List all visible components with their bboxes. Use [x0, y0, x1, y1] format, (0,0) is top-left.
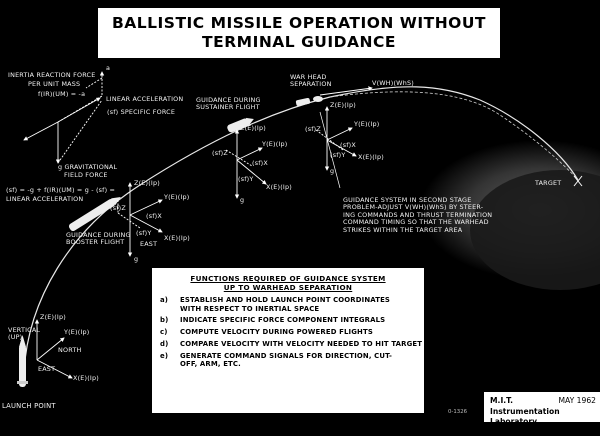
function-item: d) COMPARE VELOCITY WITH VELOCITY NEEDED…	[160, 340, 422, 348]
sustainer-sfx-label: (sf)X	[252, 159, 268, 167]
warhead-axes	[315, 106, 357, 171]
functions-box: FUNCTIONS REQUIRED OF GUIDANCE SYSTEM UP…	[152, 268, 424, 413]
function-text: INDICATE SPECIFIC FORCE COMPONENT INTEGR…	[180, 316, 386, 325]
launch-x-label: X(E)(Ip)	[73, 374, 99, 382]
function-item: a) ESTABLISH AND HOLD LAUNCH POINT COORD…	[160, 296, 416, 313]
inset-specific-force: (sf) SPECIFIC FORCE	[107, 108, 176, 116]
function-key: e)	[160, 351, 169, 360]
inset-heading-1: INERTIA REACTION FORCE	[8, 71, 96, 79]
booster-g-label: g	[134, 255, 139, 263]
launch-missile-icon	[17, 335, 28, 387]
warhead-y-label: Y(E)(Ip)	[354, 120, 380, 128]
inset-gravity-1: g GRAVITATIONAL	[58, 163, 118, 171]
launch-east-label: EAST	[38, 365, 56, 373]
launch-point-label: LAUNCH POINT	[2, 402, 56, 410]
inset-a-term: a	[106, 64, 111, 72]
sustainer-g-label: g	[240, 196, 245, 204]
booster-z-label: Z(E)(Ip)	[134, 179, 160, 187]
warhead-sfz-label: (sf)Z	[305, 125, 321, 133]
booster-sfz-label: (sf)Z	[110, 204, 126, 212]
launch-north-label: NORTH	[58, 346, 82, 354]
booster-y-label: Y(E)(Ip)	[164, 193, 190, 201]
functions-title: FUNCTIONS REQUIRED OF GUIDANCE SYSTEM UP…	[160, 274, 416, 293]
inset-gravity-2: FIELD FORCE	[64, 171, 108, 179]
booster-missile-icon	[68, 196, 121, 232]
warhead-sfy-label: (sf)Y	[330, 151, 346, 159]
function-key: a)	[160, 296, 169, 305]
function-key: c)	[160, 328, 168, 337]
credit-org: M.I.T.	[490, 396, 514, 405]
function-text: COMPUTE VELOCITY DURING POWERED FLIGHTS	[180, 328, 373, 337]
warhead-x-label: X(E)(Ip)	[358, 153, 384, 161]
credit-box: M.I.T. MAY 1962 Instrumentation Laborato…	[484, 392, 600, 426]
sustainer-sfz-label: (sf)Z	[212, 149, 228, 157]
warhead-separation-icon	[295, 96, 323, 107]
functions-title-line-2: UP TO WARHEAD SEPARATION	[223, 283, 353, 293]
launch-vertical-label: VERTICAL (UP)	[8, 326, 41, 342]
inset-equation-1: (sf) = -g + f(IR)(UM) = g - (sf) =	[6, 186, 116, 194]
functions-title-line-1: FUNCTIONS REQUIRED OF GUIDANCE SYSTEM	[190, 274, 386, 283]
booster-sfx-label: (sf)X	[146, 212, 162, 220]
guidance-sustainer-label: GUIDANCE DURING SUSTAINER FLIGHT	[196, 96, 261, 112]
function-key: d)	[160, 340, 169, 348]
warhead-g-label: g	[330, 167, 335, 175]
guidance-booster-label: GUIDANCE DURING BOOSTER FLIGHT	[66, 231, 131, 247]
target-marker	[573, 175, 583, 187]
warhead-sfx-label: (sf)X	[340, 141, 356, 149]
inset-force-vectors	[23, 71, 105, 164]
sustainer-missile-icon	[227, 117, 254, 133]
warhead-separation-label: WAR HEAD SEPARATION	[290, 73, 332, 89]
function-text: ESTABLISH AND HOLD LAUNCH POINT COORDINA…	[180, 296, 391, 313]
booster-x-label: X(E)(Ip)	[164, 234, 190, 242]
note-leader-line	[319, 111, 341, 189]
sustainer-x-label: X(E)(Ip)	[266, 183, 292, 191]
warhead-z-label: Z(E)(Ip)	[330, 101, 356, 109]
credit-lab: Instrumentation Laboratory	[490, 407, 560, 426]
function-text: COMPARE VELOCITY WITH VELOCITY NEEDED TO…	[180, 340, 423, 348]
launch-axes	[34, 319, 73, 379]
function-item: b) INDICATE SPECIFIC FORCE COMPONENT INT…	[160, 316, 416, 324]
velocity-arrow	[319, 86, 373, 96]
sustainer-axes	[225, 129, 267, 199]
inset-linear-accel: LINEAR ACCELERATION	[106, 95, 184, 103]
launch-y-label: Y(E)(Ip)	[64, 328, 90, 336]
credit-date: MAY 1962	[558, 396, 596, 405]
inset-equation-2: LINEAR ACCELERATION	[6, 195, 84, 203]
earth-horizon-core	[470, 170, 600, 290]
inset-heading-2: PER UNIT MASS	[28, 80, 81, 88]
guidance-note: GUIDANCE SYSTEM IN SECOND STAGE PROBLEM-…	[343, 196, 493, 234]
velocity-top-label: V(WH)(WhS)	[372, 79, 414, 87]
function-key: b)	[160, 316, 169, 325]
target-label: TARGET	[535, 179, 562, 187]
title-box: BALLISTIC MISSILE OPERATION WITHOUT TERM…	[98, 8, 500, 58]
title-line-1: BALLISTIC MISSILE OPERATION WITHOUT	[111, 14, 487, 32]
trajectory-dashed-extension	[329, 91, 579, 181]
sustainer-z-label: Z(E)(Ip)	[240, 124, 266, 132]
figure-number: 0-1326	[448, 409, 468, 415]
sustainer-sfy-label: (sf)Y	[238, 175, 254, 183]
title-line-2: TERMINAL GUIDANCE	[202, 33, 396, 51]
sustainer-y-label: Y(E)(Ip)	[262, 140, 288, 148]
function-item: c) COMPUTE VELOCITY DURING POWERED FLIGH…	[160, 328, 416, 336]
booster-sfy-label: (sf)Y	[136, 229, 152, 237]
function-item: e) GENERATE COMMAND SIGNALS FOR DIRECTIO…	[160, 352, 416, 369]
booster-east-label: EAST	[140, 240, 158, 248]
function-text: GENERATE COMMAND SIGNALS FOR DIRECTION, …	[180, 351, 392, 369]
booster-axes	[117, 182, 163, 257]
launch-z-label: Z(E)(Ip)	[40, 313, 66, 321]
inset-reaction-term: f(IR)(UM) = -a	[38, 90, 86, 98]
